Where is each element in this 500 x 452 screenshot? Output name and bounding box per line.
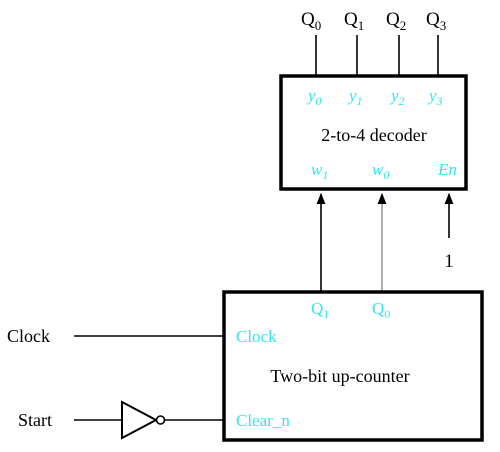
counter-title: Two-bit up-counter (270, 366, 409, 386)
clock-input-label: Clock (7, 326, 50, 346)
output-q0-label: Q0 (301, 9, 321, 33)
output-q1-label: Q1 (344, 9, 364, 33)
decoder-pin-w1: w1 (311, 160, 328, 182)
decoder-input-pins: w1 w0 En (311, 160, 457, 182)
decoder-output-wires (315, 35, 439, 76)
decoder-pin-y3: y3 (427, 86, 443, 108)
decoder-output-pins: y0 y1 y2 y3 (306, 86, 443, 108)
decoder-title: 2-to-4 decoder (321, 125, 426, 145)
output-q2-label: Q2 (386, 9, 406, 33)
not-gate-icon (121, 400, 166, 440)
decoder-pin-y0: y0 (306, 86, 322, 108)
counter-output-pins: Q1 Q0 (311, 299, 390, 321)
decoder-pin-y2: y2 (389, 86, 405, 108)
output-q3-label: Q3 (426, 9, 446, 33)
decoder-pin-en: En (437, 160, 457, 179)
counter-pin-clock: Clock (236, 327, 277, 346)
counter-pin-q0: Q0 (372, 299, 390, 321)
start-input-label: Start (18, 410, 52, 430)
counter-block (222, 290, 484, 442)
decoder-pin-w0: w0 (372, 160, 389, 182)
counter-pin-clear: Clear_n (236, 411, 290, 430)
output-labels: Q0 Q1 Q2 Q3 (301, 9, 446, 33)
decoder-block (279, 74, 468, 191)
decoder-pin-y1: y1 (347, 86, 363, 108)
counter-pin-q1: Q1 (311, 299, 329, 321)
enable-constant: 1 (444, 251, 454, 272)
